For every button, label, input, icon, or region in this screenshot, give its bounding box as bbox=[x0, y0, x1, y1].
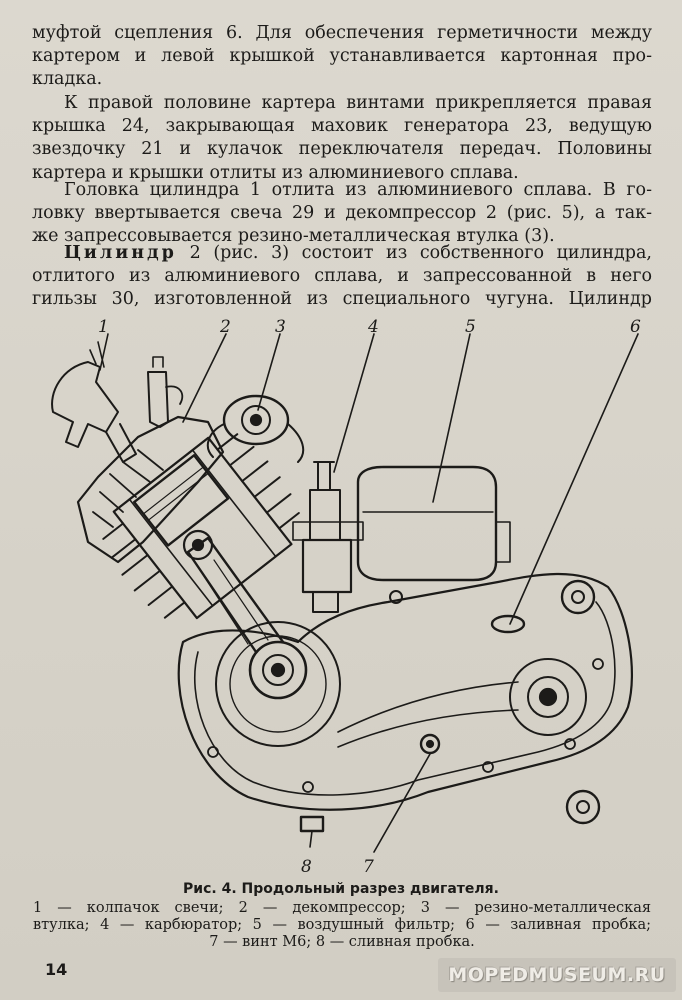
page-number: 14 bbox=[45, 960, 68, 979]
gearbox-sprocket bbox=[509, 658, 587, 736]
callout-6: 6 bbox=[630, 317, 641, 337]
callout-7: 7 bbox=[363, 857, 374, 877]
callout-5: 5 bbox=[465, 317, 476, 337]
paragraph-4: Цилиндр 2 (рис. 3) состоит из собственно… bbox=[32, 242, 652, 312]
text-fragment: 2 (рис. 3) состоит из собственного цилин… bbox=[176, 243, 652, 263]
drain-plug bbox=[299, 815, 325, 833]
callout-8: 8 bbox=[301, 857, 312, 877]
crank-circle bbox=[215, 621, 341, 747]
term-cylinder: Цилиндр bbox=[64, 243, 177, 263]
rubber-metal-bushing bbox=[206, 394, 305, 463]
text-line: муфтой сцепления 6. Для обеспечения герм… bbox=[32, 23, 652, 43]
paragraph-2: К правой половине картера винтами прикре… bbox=[32, 92, 652, 185]
paragraph-1: муфтой сцепления 6. Для обеспечения герм… bbox=[32, 22, 652, 92]
text-line: Головка цилиндра 1 отлита из алюминиевог… bbox=[64, 180, 652, 200]
text-line: картером и левой крышкой устанавливается… bbox=[32, 46, 652, 67]
caption-line: втулка; 4 — карбюратор; 5 — воздушный фи… bbox=[33, 917, 651, 933]
screw-m6 bbox=[419, 733, 441, 755]
text-line: гильзы 30, изготовленной из специального… bbox=[32, 289, 652, 310]
crank-bearing bbox=[248, 640, 308, 700]
filler-plug bbox=[490, 614, 526, 634]
text-line: К правой половине картера винтами прикре… bbox=[64, 93, 652, 113]
callout-4: 4 bbox=[367, 317, 379, 337]
text-line: звездочку 21 и кулачок переключателя пер… bbox=[32, 139, 652, 160]
air-filter bbox=[356, 465, 511, 582]
callout-1: 1 bbox=[98, 317, 109, 337]
text-line: Цилиндр 2 (рис. 3) состоит из собственно… bbox=[32, 242, 652, 265]
text-line: крышка 24, закрывающая маховик генератор… bbox=[32, 116, 652, 137]
spark-plug-cap bbox=[51, 361, 119, 448]
figure-caption-legend: 1 — колпачок свечи; 2 — декомпрессор; 3 … bbox=[33, 900, 651, 951]
watermark: MOPEDMUSEUM.RU bbox=[438, 958, 676, 992]
text-line: же запрессовывается резино-металлическая… bbox=[32, 226, 555, 247]
caption-line: 1 — колпачок свечи; 2 — декомпрессор; 3 … bbox=[33, 900, 651, 916]
text-line: отлитого из алюминиевого сплава, и запре… bbox=[32, 266, 652, 287]
decompressor bbox=[147, 371, 169, 428]
text-line: кладка. bbox=[32, 69, 103, 90]
paragraph-3: Головка цилиндра 1 отлита из алюминиевог… bbox=[32, 179, 652, 249]
text-line: картера и крышки отлиты из алюминиевого … bbox=[32, 162, 519, 183]
callout-3: 3 bbox=[275, 317, 286, 337]
callout-2: 2 bbox=[219, 317, 231, 337]
caption-line: 7 — винт М6; 8 — сливная пробка. bbox=[209, 934, 475, 950]
text-line: ловку ввертывается свеча 29 и декомпресс… bbox=[32, 203, 652, 224]
carburetor bbox=[292, 461, 364, 613]
figure-caption-title: Рис. 4. Продольный разрез двигателя. bbox=[183, 881, 499, 897]
engine-cross-section-figure: 1 2 3 4 5 6 7 8 bbox=[51, 317, 641, 877]
